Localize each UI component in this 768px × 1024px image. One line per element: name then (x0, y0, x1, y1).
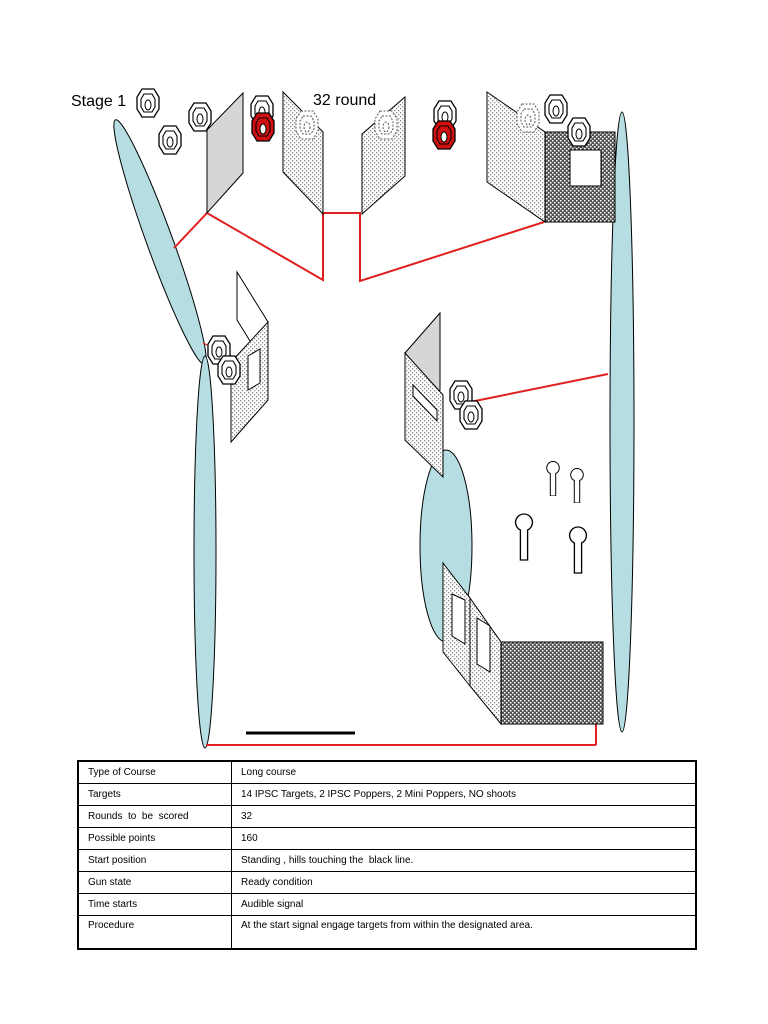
row-key: Rounds to be scored (77, 805, 232, 828)
table-row: Rounds to be scored 32 (77, 805, 697, 828)
port-bottom-mid (476, 617, 491, 673)
row-value: At the start signal engage targets from … (231, 915, 697, 950)
row-key: Procedure (77, 915, 232, 950)
mini-popper-icon (514, 513, 534, 561)
ipsc-target-icon (136, 88, 160, 118)
ipsc-target-icon (158, 125, 182, 155)
mini-popper-icon (546, 461, 560, 496)
wall-top-right-window (569, 149, 602, 187)
table-row: Type of Course Long course (77, 760, 697, 784)
round-count: 32 round (313, 92, 376, 109)
row-key: Type of Course (77, 760, 232, 784)
ipsc-target-icon (516, 103, 540, 133)
row-key: Gun state (77, 871, 232, 894)
stage-diagram: Stage 1 32 round (71, 88, 635, 749)
mini-popper-icon (570, 468, 584, 503)
barrier-left-lower (193, 355, 217, 749)
table-row: Procedure At the start signal engage tar… (77, 915, 697, 950)
row-key: Possible points (77, 827, 232, 850)
row-value: Long course (231, 760, 697, 784)
port-bottom-left (451, 593, 466, 645)
row-value: Audible signal (231, 893, 697, 916)
ipsc-target-icon (459, 400, 483, 430)
wall-right-mid-bottom (404, 351, 444, 479)
row-key: Time starts (77, 893, 232, 916)
wall-top-left (206, 91, 244, 215)
table-row: Targets 14 IPSC Targets, 2 IPSC Poppers,… (77, 783, 697, 806)
stage-info-table: Type of Course Long course Targets 14 IP… (77, 760, 697, 950)
popper-icon (432, 120, 456, 150)
row-value: 32 (231, 805, 697, 828)
popper-icon (251, 112, 275, 142)
barrier-right (609, 111, 635, 733)
table-row: Time starts Audible signal (77, 893, 697, 916)
port-left-mid (247, 348, 261, 391)
port-right-mid (412, 383, 438, 423)
row-value: 14 IPSC Targets, 2 IPSC Poppers, 2 Mini … (231, 783, 697, 806)
wall-top-center-left (282, 90, 324, 216)
ipsc-target-icon (374, 110, 398, 140)
table-row: Start position Standing , hills touching… (77, 849, 697, 872)
barrier-left-upper (113, 119, 207, 365)
ipsc-target-icon (567, 117, 591, 147)
wall-bottom-box (500, 641, 604, 725)
row-key: Start position (77, 849, 232, 872)
ipsc-target-icon (188, 102, 212, 132)
ipsc-target-icon (217, 355, 241, 385)
row-value: 160 (231, 827, 697, 850)
mini-popper-icon (568, 526, 588, 574)
row-value: Ready condition (231, 871, 697, 894)
row-value: Standing , hills touching the black line… (231, 849, 697, 872)
row-key: Targets (77, 783, 232, 806)
ipsc-target-icon (295, 110, 319, 140)
ipsc-target-icon (544, 94, 568, 124)
table-row: Gun state Ready condition (77, 871, 697, 894)
table-row: Possible points 160 (77, 827, 697, 850)
stage-title: Stage 1 (71, 93, 126, 110)
